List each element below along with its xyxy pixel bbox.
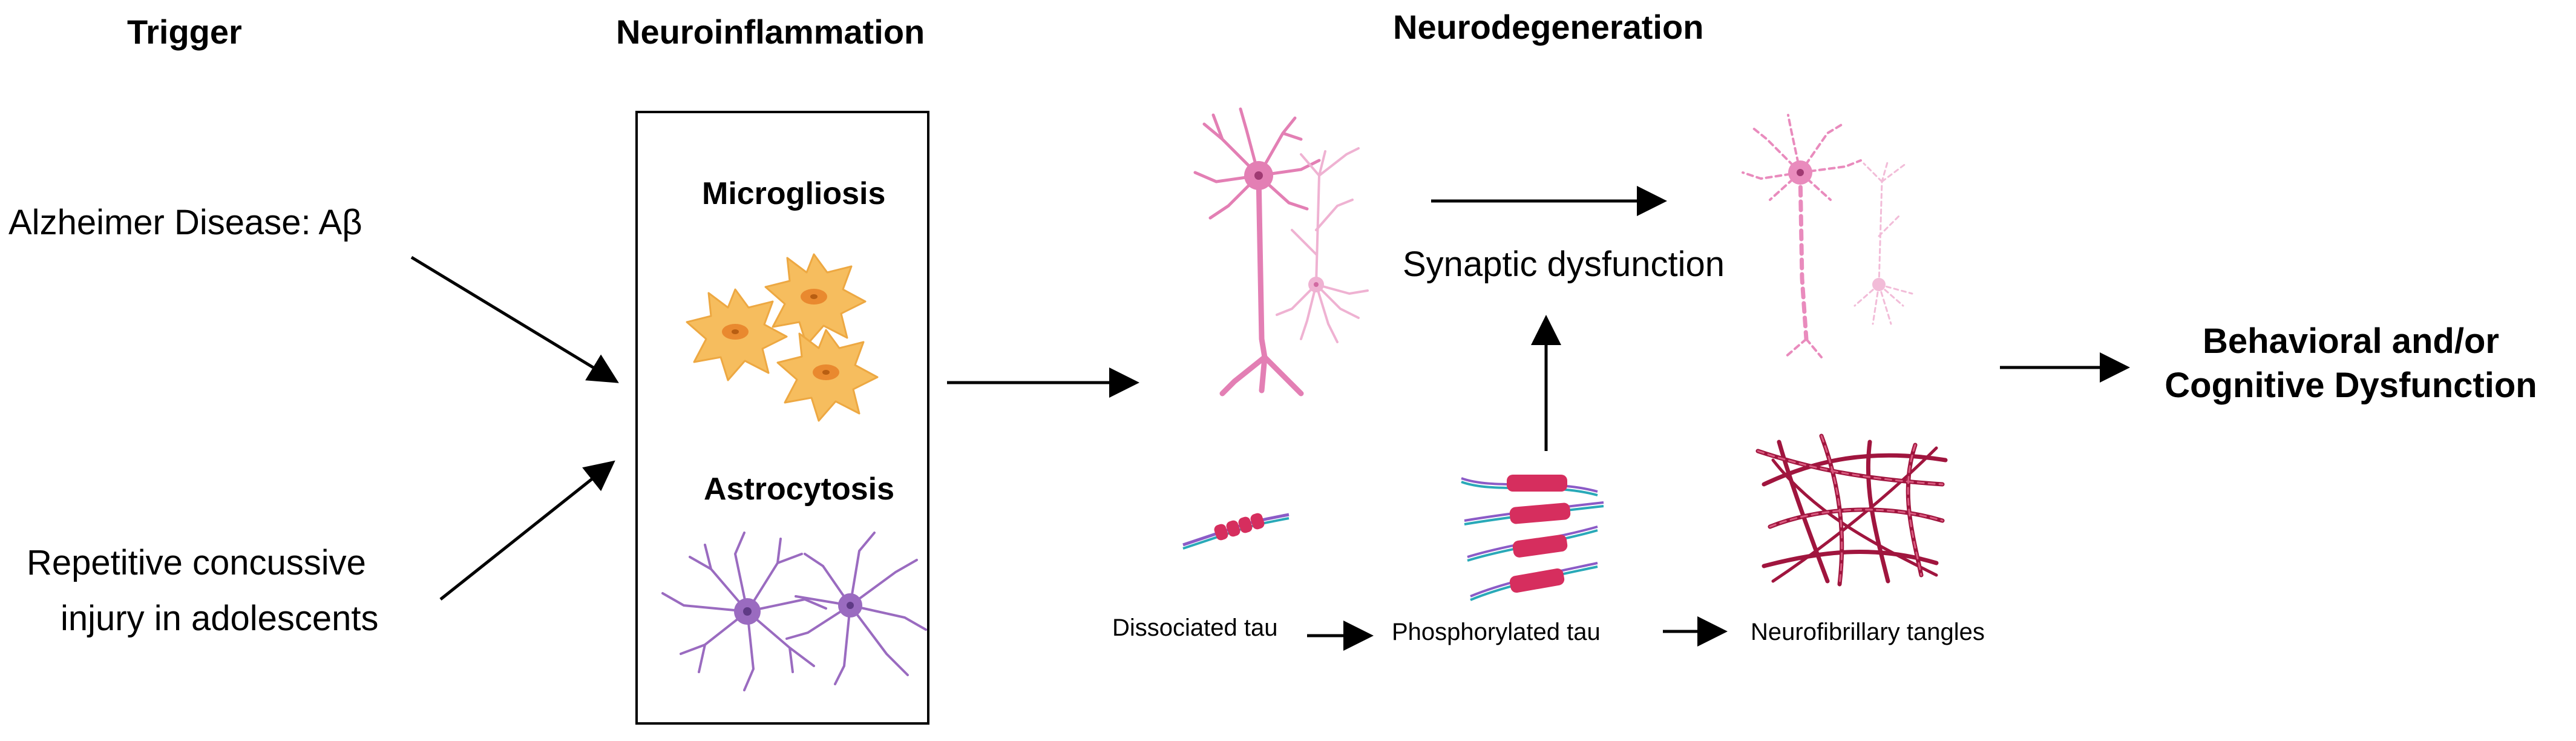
dissociated-tau-illustration bbox=[1182, 513, 1290, 550]
tau-stage-phosphorylated: Phosphorylated tau bbox=[1392, 619, 1601, 645]
outcome-line1: Behavioral and/or bbox=[2203, 321, 2499, 361]
trigger-concussion-line2: injury in adolescents bbox=[61, 599, 379, 638]
header-trigger: Trigger bbox=[127, 13, 242, 51]
header-neurodegeneration: Neurodegeneration bbox=[1393, 8, 1704, 46]
outcome-line2: Cognitive Dysfunction bbox=[2165, 365, 2537, 405]
tau-stage-dissociated: Dissociated tau bbox=[1112, 614, 1278, 641]
neuroinflammation-box bbox=[635, 111, 929, 725]
degenerated-neuron-illustration bbox=[1742, 114, 1913, 358]
astrocyte-illustration bbox=[661, 532, 927, 691]
arrow-alzheimer-to-inflammation bbox=[410, 255, 619, 383]
arrow-concussion-to-inflammation bbox=[439, 460, 615, 601]
header-neuroinflammation: Neuroinflammation bbox=[616, 13, 925, 51]
astrocytosis-label: Astrocytosis bbox=[704, 472, 894, 507]
healthy-neuron-illustration bbox=[1193, 107, 1369, 397]
microgliosis-label: Microgliosis bbox=[702, 176, 886, 211]
microglia-illustration bbox=[686, 253, 879, 422]
trigger-concussion-line1: Repetitive concussive bbox=[27, 543, 366, 582]
tau-stage-tangles: Neurofibrillary tangles bbox=[1751, 619, 1985, 645]
neurofibrillary-tangles-highlight bbox=[1757, 435, 1944, 585]
outcome-label: Behavioral and/or Cognitive Dysfunction bbox=[2130, 320, 2572, 407]
trigger-alzheimer: Alzheimer Disease: Aβ bbox=[8, 203, 362, 242]
neurofibrillary-tangles-illustration bbox=[1755, 433, 1948, 587]
synaptic-dysfunction-label: Synaptic dysfunction bbox=[1403, 245, 1725, 284]
phosphorylated-tau-illustration bbox=[1461, 475, 1604, 601]
